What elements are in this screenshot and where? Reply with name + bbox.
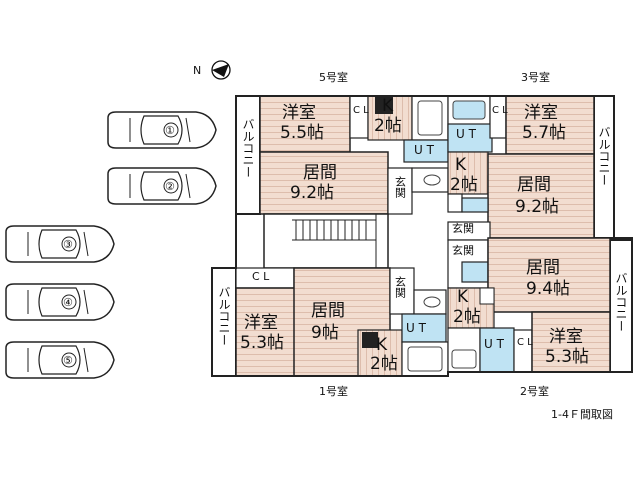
building-top <box>235 95 615 269</box>
balcony-5 <box>235 95 261 215</box>
car-5: ⑤ <box>5 341 115 379</box>
ut-label-1: U T <box>414 143 435 157</box>
u3-yoshitsu <box>505 95 595 155</box>
u5-closet <box>349 95 369 139</box>
building-outline <box>211 95 633 377</box>
unit-label-5: 5号室 <box>319 70 348 84</box>
u3-yoshitsu-name: 洋室 <box>524 103 558 123</box>
u2-k-name: K <box>457 287 469 307</box>
u1-yoshitsu-name: 洋室 <box>244 313 278 333</box>
u2-closet-label: C L <box>517 337 533 348</box>
unit-label-2: 2号室 <box>520 384 549 398</box>
u1-yoshitsu-size: 5.3帖 <box>240 333 284 353</box>
u3-toilet <box>447 193 463 213</box>
genkan-label-4: 玄関 <box>394 275 407 298</box>
genkan-label-3: 玄関 <box>452 243 474 257</box>
u5-k-name: K <box>382 96 394 116</box>
u5-yoshitsu-name: 洋室 <box>282 103 316 123</box>
ut-label-4: U T <box>484 337 505 351</box>
u2-k-size: 2帖 <box>453 307 481 327</box>
u5-genkan <box>387 167 413 215</box>
u3-k-name: K <box>455 155 467 175</box>
u1-ut <box>401 313 447 343</box>
parking-number: ③ <box>63 238 73 251</box>
parking-number: ⑤ <box>63 354 73 367</box>
u5-living <box>259 151 389 215</box>
balcony-label-1: バルコニー <box>217 286 231 346</box>
car-2: ② <box>107 167 217 205</box>
u3-living-size: 9.2帖 <box>515 197 559 217</box>
u3-kitchen <box>447 151 489 195</box>
compass-label: N <box>193 64 201 77</box>
car-1: ① <box>107 111 217 149</box>
u3-ut <box>447 123 493 153</box>
u2-living-size: 9.4帖 <box>526 279 570 299</box>
unit-label-3: 3号室 <box>521 70 550 84</box>
u1-living-name: 居間 <box>311 301 345 321</box>
parking-number: ④ <box>63 296 73 309</box>
u1-living-size: 9帖 <box>311 323 339 343</box>
u1-yoshitsu <box>235 287 297 377</box>
u5-k-size: 2帖 <box>374 116 402 136</box>
building-bottom <box>211 221 633 377</box>
u2-ut <box>479 327 515 373</box>
room-labels: 洋室 5.5帖 C L K 2帖 居間 9.2帖 洋室 5.7帖 C L K 2… <box>217 96 628 374</box>
parking-number: ② <box>165 180 175 193</box>
u3-k-size: 2帖 <box>450 175 478 195</box>
u3-yoshitsu-size: 5.7帖 <box>522 123 566 143</box>
car-4: ④ <box>5 283 115 321</box>
u1-closet-label: C L <box>252 270 270 283</box>
u2-living <box>487 237 611 313</box>
genkan-label-2: 玄関 <box>452 221 474 235</box>
u5-yoshitsu <box>259 95 351 153</box>
balcony-label-3: バルコニー <box>597 126 611 186</box>
unit-label-1: 1号室 <box>319 384 348 398</box>
north-compass: N <box>193 60 231 80</box>
u5-living-size: 9.2帖 <box>290 183 334 203</box>
u1-k-name: K <box>376 335 388 355</box>
u3-closet <box>489 95 507 139</box>
u3-closet-label: C L <box>492 105 508 116</box>
u5-fridge <box>375 96 393 114</box>
stairs <box>263 213 389 269</box>
u2-yoshitsu-name: 洋室 <box>549 327 583 347</box>
u1-k-size: 2帖 <box>370 354 398 374</box>
u2-yoshitsu-size: 5.3帖 <box>545 347 589 367</box>
ut-label-2: U T <box>456 127 477 141</box>
u5-closet-label: C L <box>353 105 369 116</box>
u3-living-name: 居間 <box>517 175 551 195</box>
plan-caption: 1-4Ｆ間取図 <box>551 408 613 421</box>
car-3: ③ <box>5 225 115 263</box>
u5-yoshitsu-size: 5.5帖 <box>280 123 324 143</box>
balcony-label-5: バルコニー <box>241 118 255 178</box>
u2-living-name: 居間 <box>526 258 560 278</box>
balcony-label-2: バルコニー <box>614 272 628 332</box>
parking-number: ① <box>165 124 175 137</box>
u3-living <box>487 153 595 239</box>
ut-label-3: U T <box>406 321 427 335</box>
u5-living-name: 居間 <box>303 163 337 183</box>
parking-area: ① ② ③ ④ ⑤ <box>5 111 217 379</box>
genkan-label-1: 玄関 <box>394 175 407 198</box>
compass-arrow-icon <box>212 64 229 77</box>
